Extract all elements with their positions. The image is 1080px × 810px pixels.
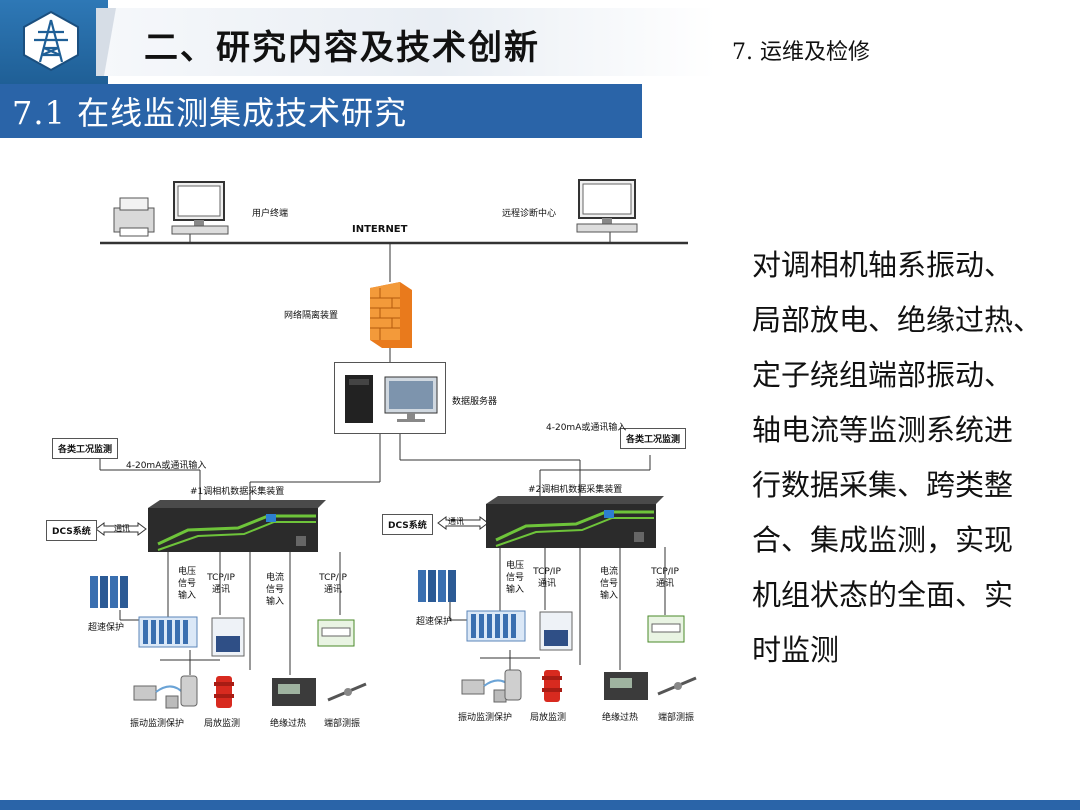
footer-bar: [0, 800, 1080, 810]
device2-icon: [486, 496, 664, 548]
description-line: 对调相机轴系振动、: [752, 248, 1014, 282]
remote-center-label: 远程诊断中心: [502, 209, 557, 219]
section-title: 二、研究内容及技术创新: [144, 28, 540, 68]
insulation-monitor-right-icon: [604, 672, 648, 700]
endwinding-sensor-left-icon: [327, 682, 367, 702]
vibration-right-label: 振动监测保护: [458, 713, 513, 723]
power-tower-logo-icon: [23, 10, 79, 72]
device1-label: #1调相机数据采集装置: [190, 487, 285, 497]
overspeed-left-icon: [90, 576, 128, 608]
data-server-label: 数据服务器: [452, 397, 498, 407]
overspeed-right-label: 超速保护: [416, 617, 453, 627]
device1-icon: [148, 500, 326, 552]
logo-panel: [0, 0, 108, 84]
endwinding-unit-right-icon: [647, 615, 685, 643]
title-band-decoration: [96, 8, 116, 76]
endwinding-right-label: 端部测振: [658, 713, 695, 723]
tcpip-right-a-label: TCP/IP通讯: [533, 567, 561, 589]
current-right-label: 电流信号输入: [599, 567, 618, 601]
pd-coupler-left-icon: [214, 676, 234, 708]
title-band: [96, 8, 716, 76]
description-line: 定子绕组端部振动、: [752, 358, 1014, 392]
pd-right-label: 局放监测: [530, 713, 567, 723]
firewall-label: 网络隔离装置: [284, 311, 339, 321]
insulation-right-label: 绝缘过热: [602, 713, 639, 723]
pd-coupler-right-icon: [542, 670, 562, 702]
user-terminal-icon: [113, 181, 229, 237]
vibration-left-label: 振动监测保护: [130, 719, 185, 729]
voltage-right-label: 电压信号输入: [505, 561, 524, 595]
comm-left-label: 通讯: [114, 524, 130, 533]
internet-label: INTERNET: [352, 224, 408, 235]
dcs-right-box: DCS系统: [382, 514, 433, 535]
overspeed-right-icon: [418, 570, 456, 602]
system-architecture-diagram: 用户终端 远程诊断中心 INTERNET 网络隔离装置 数据服务器: [40, 170, 740, 750]
firewall-icon: [370, 282, 412, 348]
tcpip-left-b-label: TCP/IP通讯: [319, 573, 347, 595]
pd-monitor-left-icon: [211, 617, 245, 657]
conditions-left-box: 各类工况监测: [52, 438, 119, 459]
device2-label: #2调相机数据采集装置: [528, 485, 623, 495]
user-terminal-label: 用户终端: [252, 209, 289, 219]
conditions-right-box: 各类工况监测: [620, 428, 687, 449]
description-line: 轴电流等监测系统进: [752, 413, 1014, 447]
tcpip-right-b-label: TCP/IP通讯: [651, 567, 679, 589]
overspeed-left-label: 超速保护: [88, 623, 125, 633]
endwinding-sensor-right-icon: [657, 676, 697, 696]
server-icon: [345, 375, 438, 423]
subheader-band: [0, 84, 642, 138]
input-right-label: 4-20mA或通讯输入: [546, 423, 627, 433]
description-line: 行数据采集、跨类整: [752, 468, 1014, 502]
description-text: 对调相机轴系振动、 局部放电、绝缘过热、 定子绕组端部振动、 轴电流等监测系统进…: [752, 238, 1052, 678]
insulation-left-label: 绝缘过热: [270, 719, 307, 729]
tcpip-left-a-label: TCP/IP通讯: [207, 573, 235, 595]
dcs-left-box: DCS系统: [46, 520, 97, 541]
data-server-box: [334, 362, 446, 434]
pd-sensor-right-icon: [504, 669, 522, 701]
voltage-left-label: 电压信号输入: [177, 567, 196, 601]
monitor-rack-right-icon: [466, 610, 526, 642]
description-line: 合、集成监测，实现: [752, 523, 1014, 557]
input-left-label: 4-20mA或通讯输入: [126, 461, 207, 471]
subheader-title: 7.1 在线监测集成技术研究: [12, 94, 408, 132]
description-line: 局部放电、绝缘过热、: [752, 303, 1043, 337]
header: 二、研究内容及技术创新 7. 运维及检修: [0, 0, 1080, 84]
current-left-label: 电流信号输入: [265, 573, 284, 607]
pd-left-label: 局放监测: [204, 719, 241, 729]
pd-sensor-left-icon: [180, 675, 198, 707]
insulation-monitor-left-icon: [272, 678, 316, 706]
diagram-lines: [95, 232, 688, 675]
endwinding-unit-left-icon: [317, 619, 355, 647]
endwinding-left-label: 端部测振: [324, 719, 361, 729]
pd-monitor-right-icon: [539, 611, 573, 651]
remote-center-icon: [576, 179, 638, 233]
description-line: 机组状态的全面、实: [752, 578, 1014, 612]
monitor-rack-left-icon: [138, 616, 198, 648]
comm-right-label: 通讯: [448, 517, 464, 526]
chapter-label: 7. 运维及检修: [732, 40, 870, 65]
description-line: 时监测: [752, 633, 840, 667]
